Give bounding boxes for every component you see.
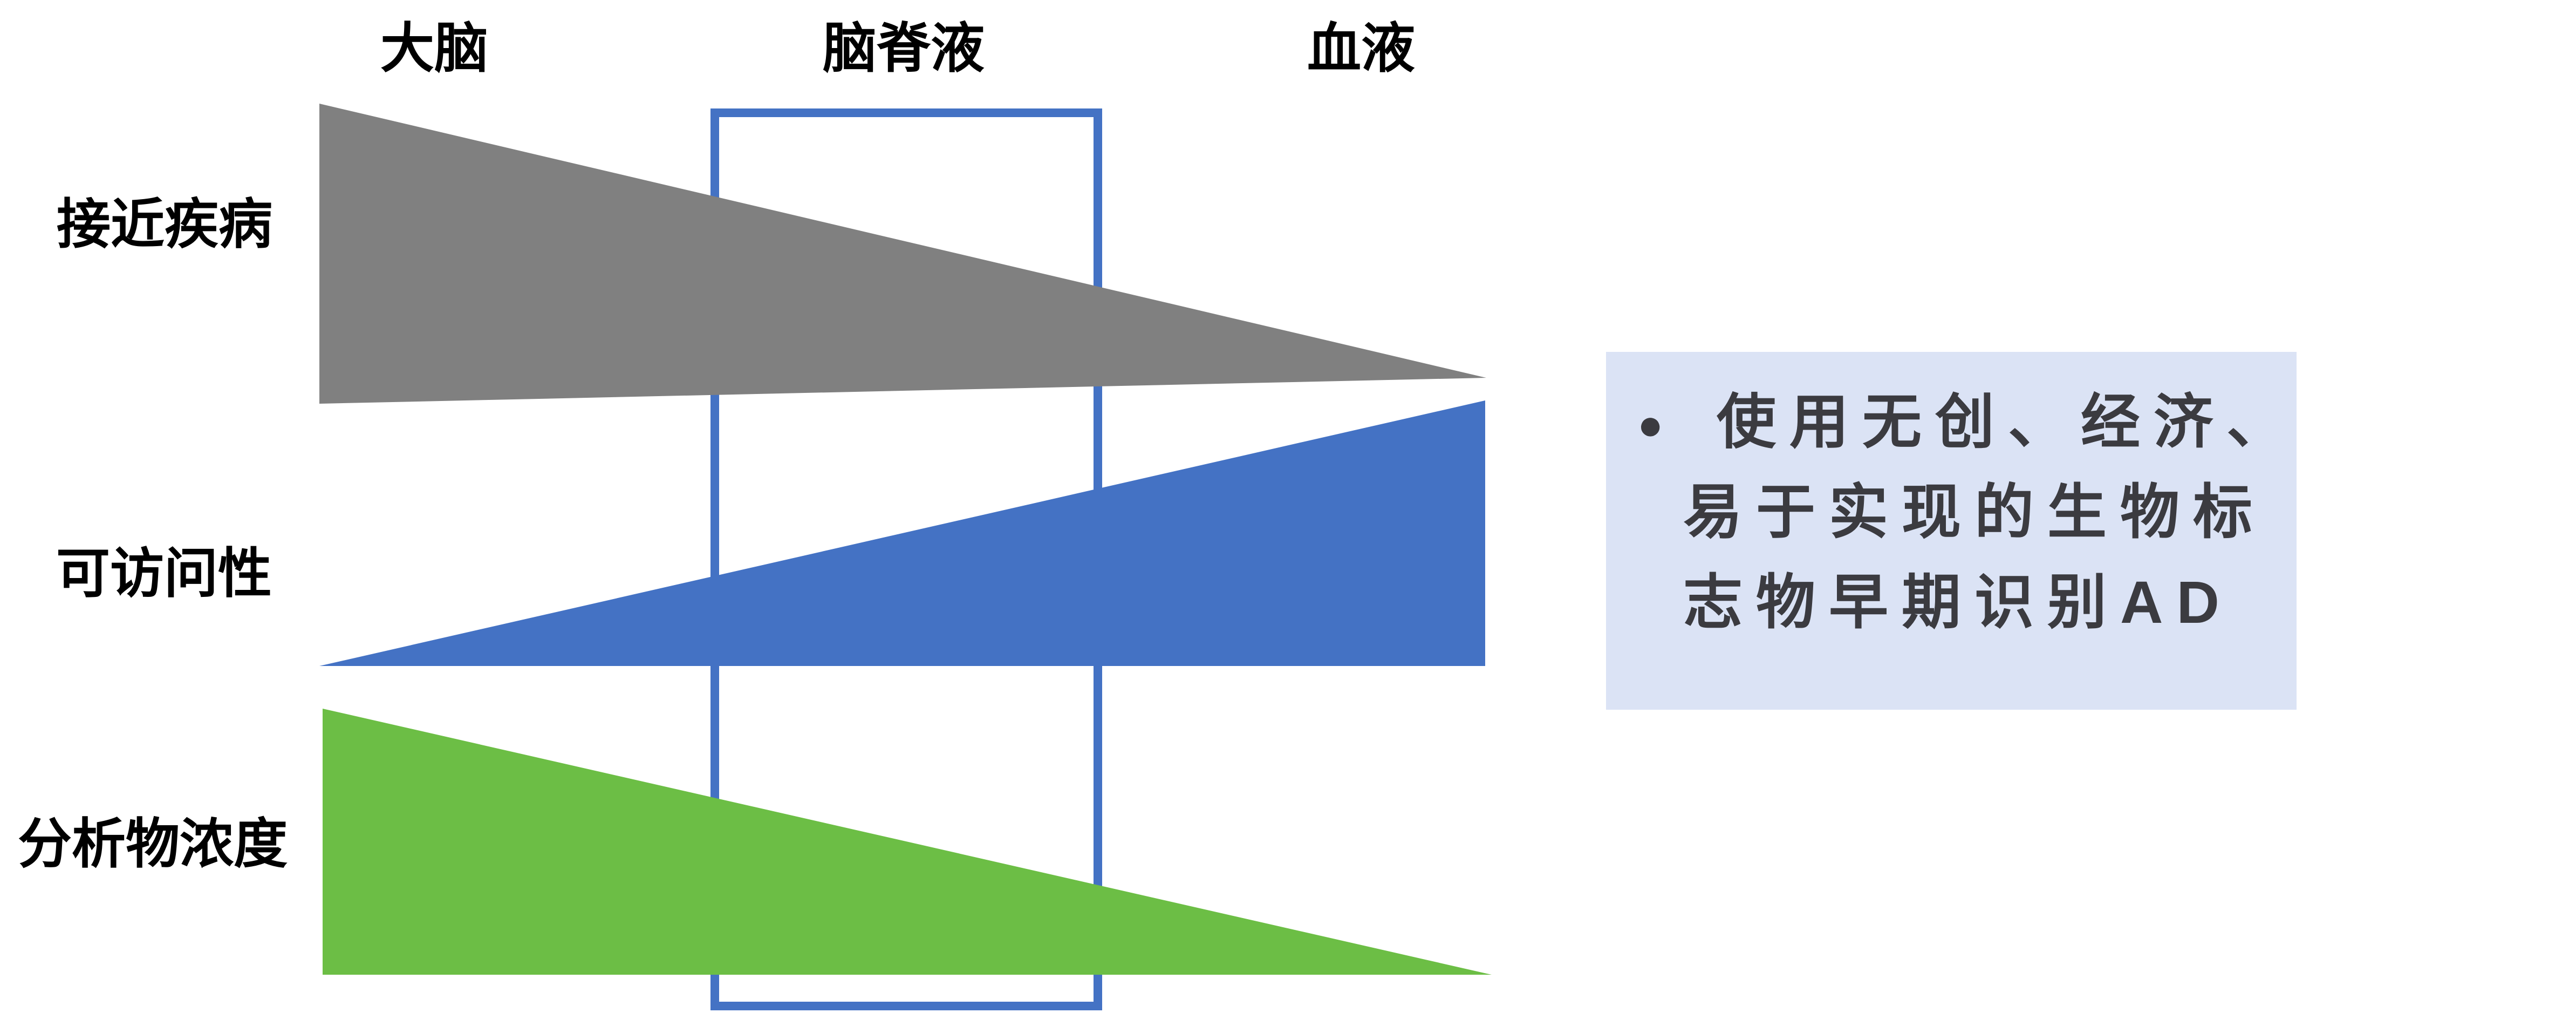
note-box: ● 使用无创、经济、 易于实现的生物标 志物早期识别AD	[1606, 352, 2297, 710]
note-line: 易于实现的生物标	[1683, 479, 2266, 546]
note-line: 使用无创、经济、	[1717, 389, 2299, 456]
row-label-proximity-to-disease: 接近疾病	[57, 194, 272, 255]
column-header-brain: 大脑	[380, 18, 488, 79]
column-header-blood: 血液	[1307, 18, 1415, 79]
row-label-accessibility: 可访问性	[56, 543, 272, 604]
proximity-to-disease-triangle	[319, 104, 1486, 404]
note-text: 使用无创、经济、 易于实现的生物标 志物早期识别AD	[1683, 377, 2299, 648]
analyte-concentration-triangle	[323, 709, 1492, 975]
column-header-csf: 脑脊液	[823, 18, 985, 79]
accessibility-triangle	[319, 400, 1485, 666]
row-label-analyte-concentration: 分析物浓度	[18, 814, 288, 874]
note-line: 志物早期识别AD	[1683, 569, 2233, 636]
bullet-icon: ●	[1637, 400, 1664, 448]
